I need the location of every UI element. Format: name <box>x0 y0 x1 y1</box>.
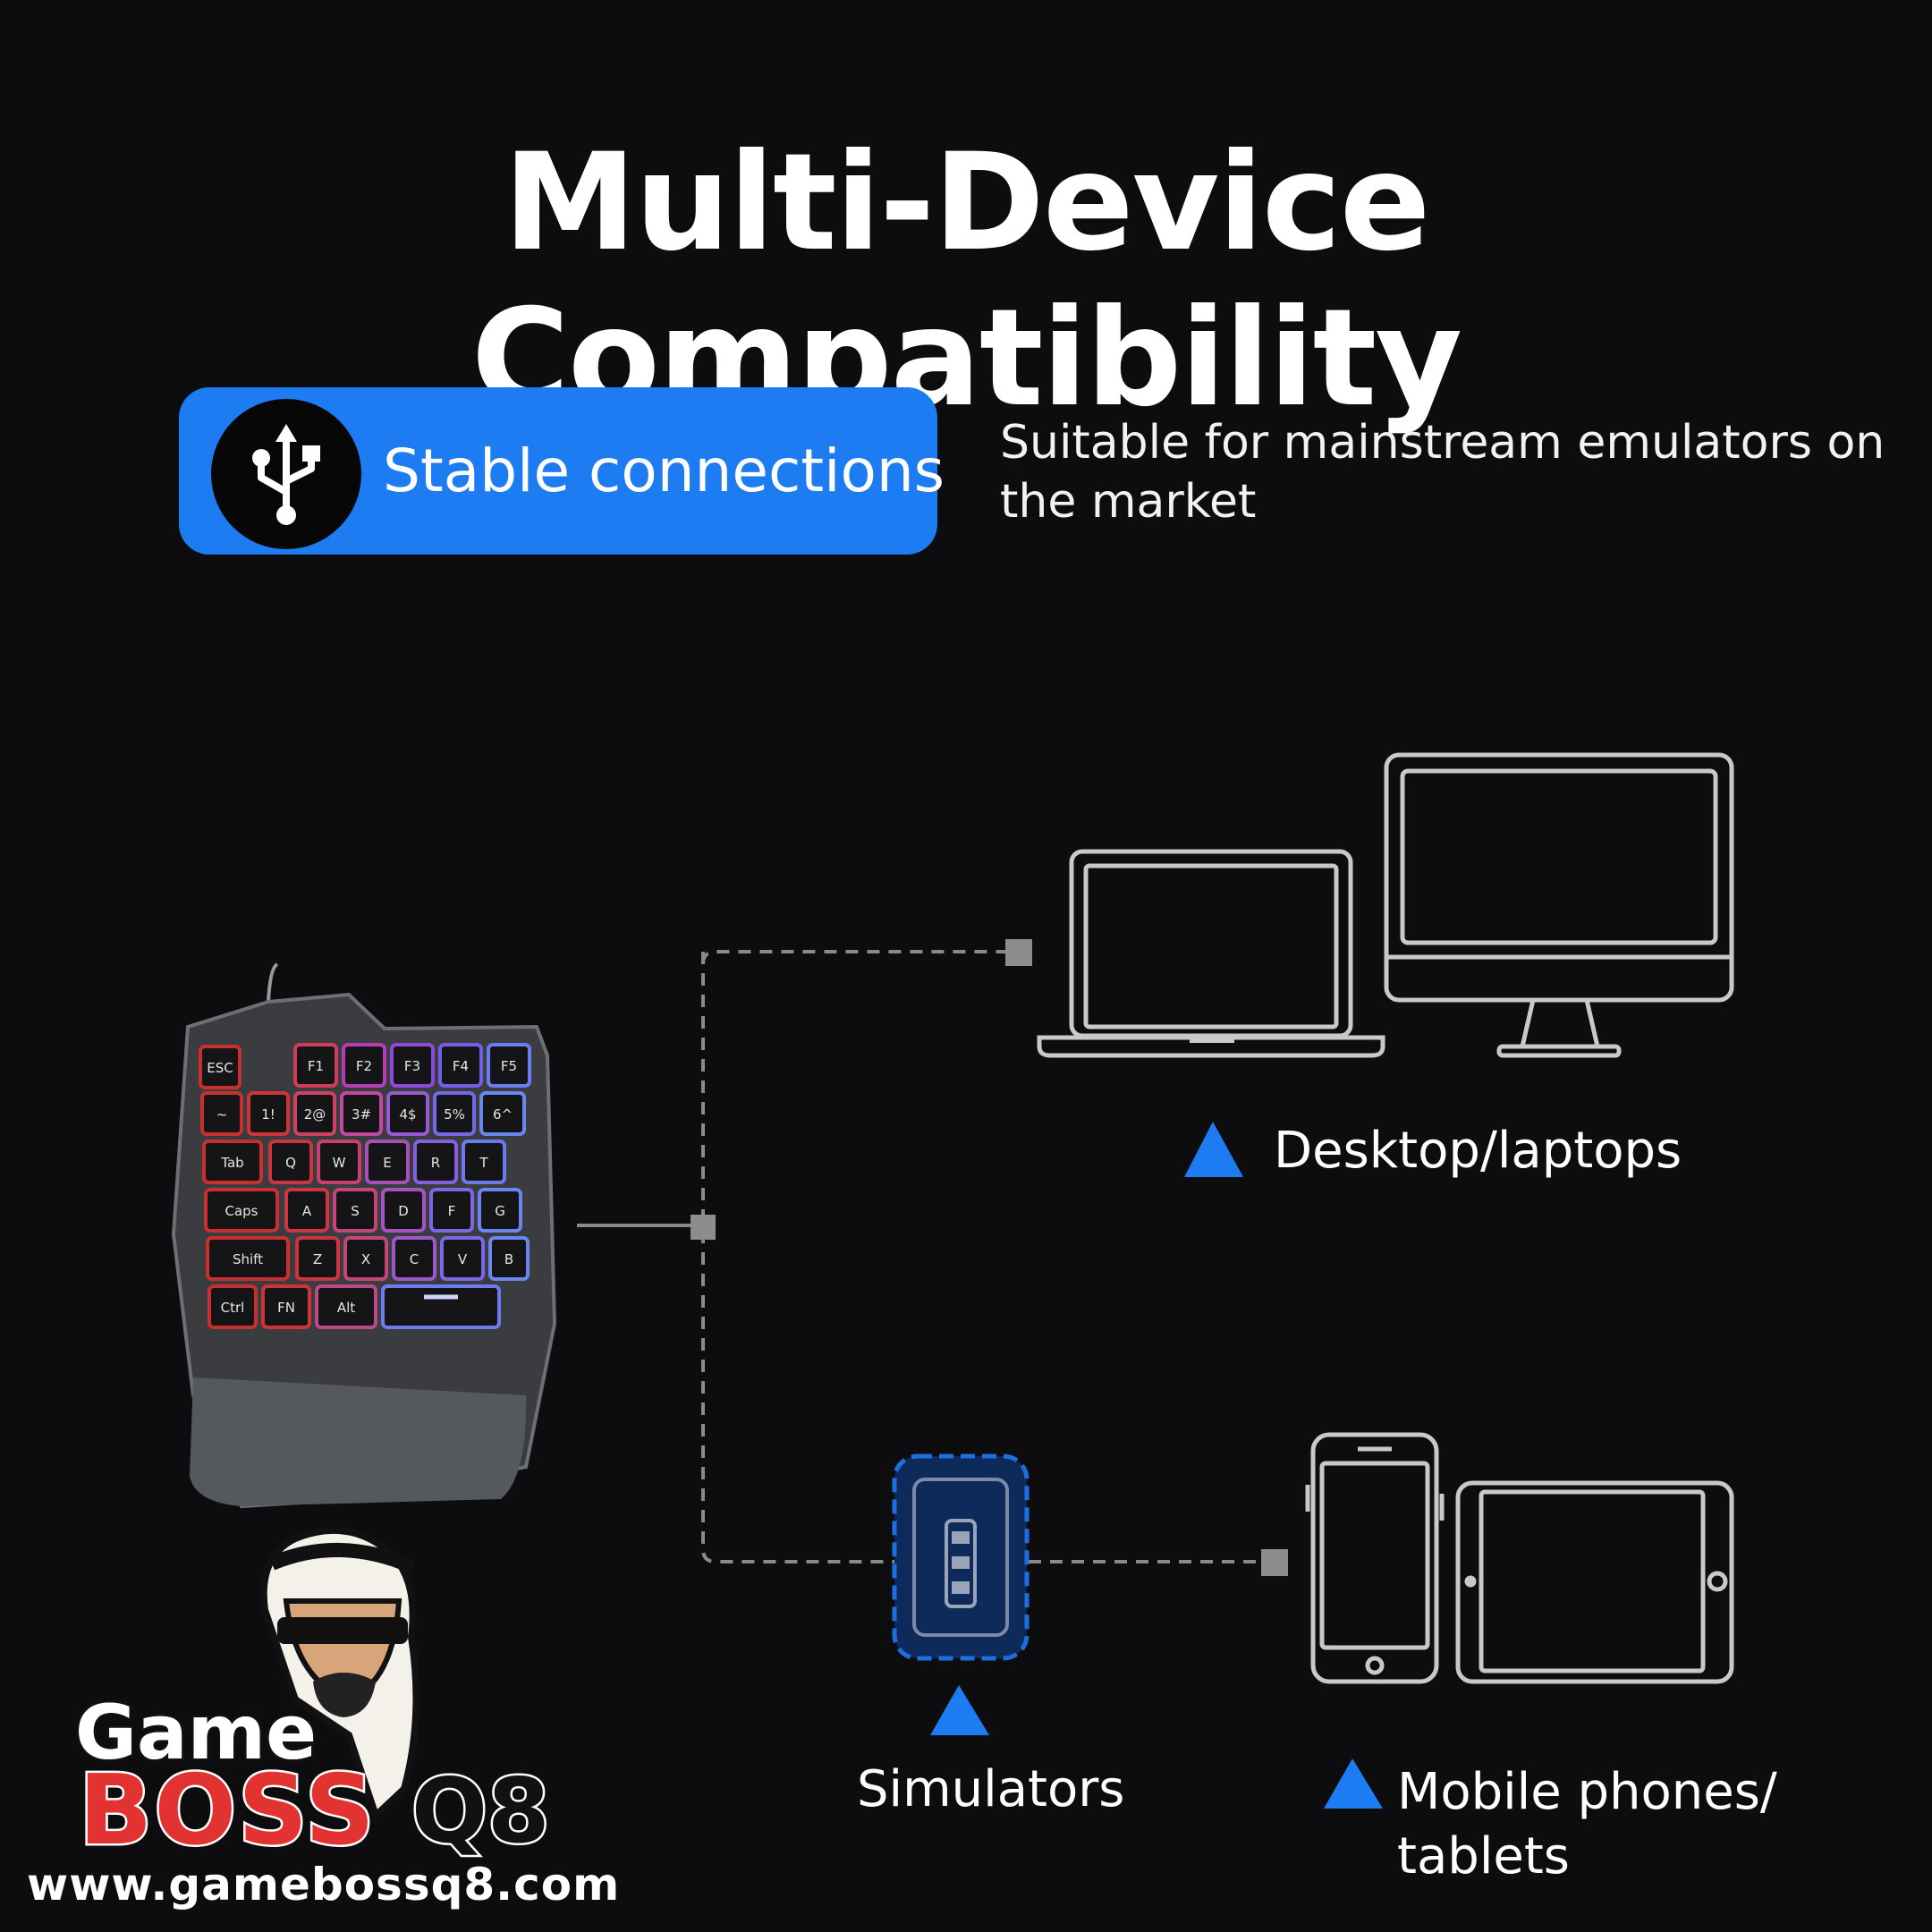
key-label-3: 3# <box>352 1106 371 1123</box>
key-label-b: B <box>504 1251 513 1267</box>
key-label-a: A <box>302 1203 312 1219</box>
key-label-tab: Tab <box>220 1155 243 1171</box>
desktop-monitor-icon <box>1384 752 1734 1058</box>
stable-connections-label: Stable connections <box>383 436 945 505</box>
key-label-f3: F3 <box>404 1058 420 1074</box>
simulators-label: Simulators <box>857 1760 1125 1818</box>
key-label-caps: Caps <box>225 1203 258 1219</box>
key-label-f1: F1 <box>308 1058 324 1074</box>
keyboard-keys: ESC F1 F2 F3 F4 F5 ~ 1! 2@ 3# 4$ 5% 6^ T… <box>199 1043 531 1329</box>
simulator-triangle-icon <box>930 1685 989 1735</box>
key-label-f2: F2 <box>356 1058 372 1074</box>
key-label-z: Z <box>313 1251 322 1267</box>
usb-icon <box>211 399 361 549</box>
key-label-w: W <box>333 1155 346 1171</box>
key-label-q: Q <box>285 1155 296 1171</box>
page-title: Multi-Device Compatibility <box>470 125 1462 436</box>
junction-node <box>691 1215 716 1240</box>
key-label-g: G <box>495 1203 505 1219</box>
key-label-d: D <box>398 1203 409 1219</box>
key-label-shift: Shift <box>233 1251 263 1267</box>
laptop-icon <box>1037 849 1385 1058</box>
logo-boss-text: BOSS <box>77 1753 377 1869</box>
mobile-node <box>1261 1549 1288 1576</box>
key-label-f4: F4 <box>453 1058 469 1074</box>
key-label-ctrl: Ctrl <box>221 1300 245 1316</box>
key-label-esc: ESC <box>207 1060 233 1076</box>
one-handed-keyboard-image: ESC F1 F2 F3 F4 F5 ~ 1! 2@ 3# 4$ 5% 6^ T… <box>171 962 557 1509</box>
key-label-1: 1! <box>261 1106 275 1123</box>
desktop-node <box>1005 939 1032 966</box>
website-url: www.gamebossq8.com <box>27 1859 621 1911</box>
key-label-5: 5% <box>444 1106 465 1123</box>
key-label-alt: Alt <box>337 1300 355 1316</box>
branch-line <box>701 952 898 1563</box>
key-label-s: S <box>351 1203 360 1219</box>
phone-icon <box>1305 1432 1445 1684</box>
key-label-6: 6^ <box>493 1106 513 1123</box>
key-label-r: R <box>431 1155 440 1171</box>
key-label-f: F <box>448 1203 456 1219</box>
emulator-description: Suitable for mainstream emulators on the… <box>1000 416 1885 529</box>
simulator-device-icon <box>892 1453 1030 1661</box>
desktop-triangle-icon <box>1184 1122 1243 1177</box>
key-label-4: 4$ <box>399 1106 416 1123</box>
tablet-icon <box>1455 1480 1734 1684</box>
logo-game-text: Game <box>72 1686 319 1779</box>
key-label-e: E <box>383 1155 391 1171</box>
mascot-logo-icon <box>259 1527 420 1823</box>
key-label-fn: FN <box>277 1300 295 1316</box>
key-label-f5: F5 <box>501 1058 517 1074</box>
keyboard-cable <box>267 962 279 1003</box>
key-label-2: 2@ <box>304 1106 326 1123</box>
mobile-tablets-label: Mobile phones/ tablets <box>1397 1763 1777 1885</box>
key-label-tilde: ~ <box>216 1106 228 1123</box>
key-label-v: V <box>458 1251 468 1267</box>
key-label-t: T <box>479 1155 488 1171</box>
logo-q8-text: Q8 <box>410 1757 553 1866</box>
mobile-triangle-icon <box>1324 1758 1383 1809</box>
key-label-c: C <box>410 1251 419 1267</box>
key-label-x: X <box>361 1251 370 1267</box>
desktop-line <box>701 950 1005 965</box>
desktop-laptops-label: Desktop/laptops <box>1274 1122 1682 1180</box>
